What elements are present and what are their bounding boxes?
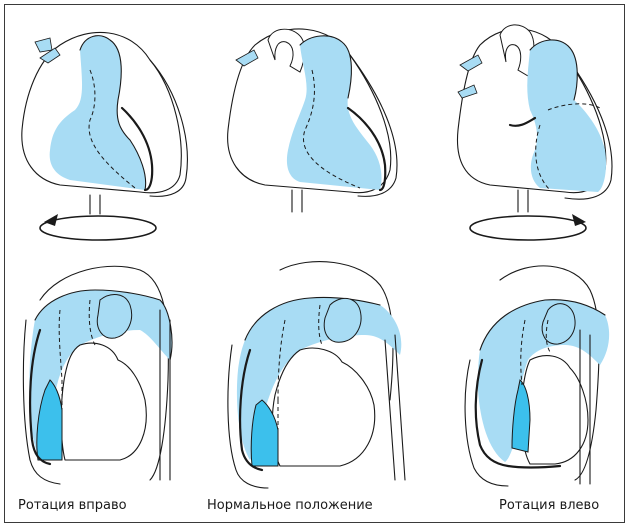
heart-bottom-normal <box>228 262 405 488</box>
caption-rotation-right: Ротация вправо <box>18 498 127 513</box>
heart-top-rotation-left <box>457 25 612 212</box>
heart-top-rotation-right <box>22 32 188 214</box>
rotation-arrow-left-icon <box>470 214 586 240</box>
rotation-arrow-right-icon <box>40 214 156 240</box>
caption-rotation-left: Ротация влево <box>499 498 599 513</box>
heart-top-normal <box>228 29 397 212</box>
heart-bottom-rotation-left <box>465 266 609 486</box>
caption-normal-position: Нормальное положение <box>207 498 373 513</box>
heart-bottom-rotation-right <box>23 266 172 484</box>
